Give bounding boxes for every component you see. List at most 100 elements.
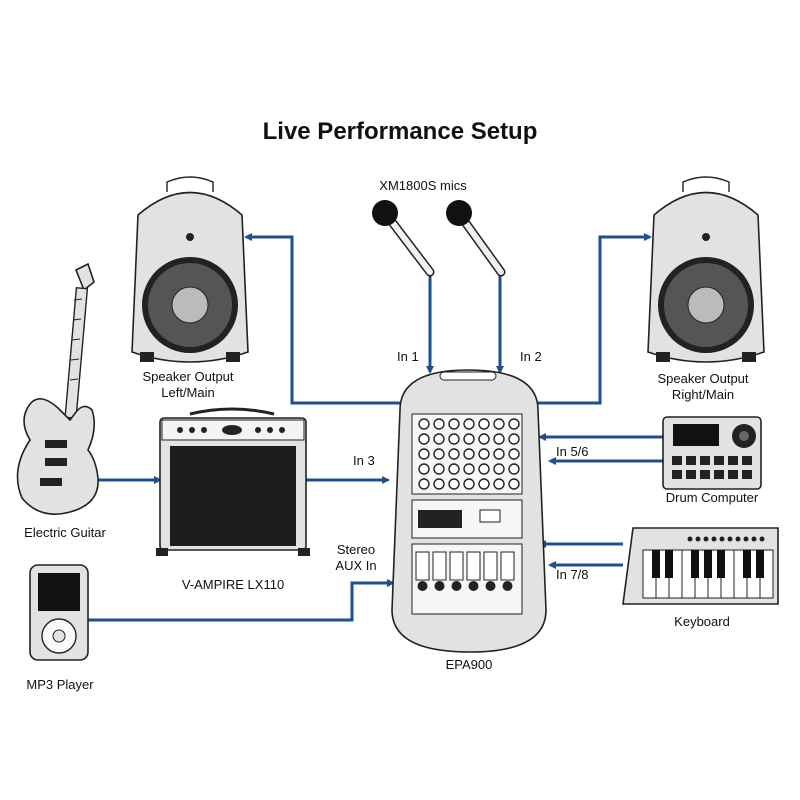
mixer-knob [508, 433, 520, 445]
drum-pad [728, 456, 738, 465]
mixer-jack [468, 581, 479, 591]
mixer-knob [493, 433, 505, 445]
mixer-input-jacks [415, 551, 515, 591]
mixer-knob [433, 418, 445, 430]
drum-pad [714, 470, 724, 479]
mixer-knob [463, 418, 475, 430]
mixer-jack [434, 581, 445, 591]
mp3-player-label: MP3 Player [26, 677, 94, 692]
mixer-knobs [418, 418, 520, 490]
mixer-knob [493, 463, 505, 475]
in56-label: In 5/6 [556, 444, 589, 459]
mixer-knob [418, 433, 430, 445]
speaker-right [647, 176, 765, 363]
mixer-knob [478, 448, 490, 460]
mixer [391, 369, 547, 653]
mixer-channel-strip [483, 551, 498, 581]
keyboard-keys [652, 550, 764, 598]
keyboard-button [711, 536, 717, 542]
mixer-knob [433, 433, 445, 445]
mixer-knob [478, 418, 490, 430]
in78-label: In 7/8 [556, 567, 589, 582]
mixer-channel-strip [500, 551, 515, 581]
mixer-knob [463, 433, 475, 445]
mixer-knob [508, 418, 520, 430]
mixer-knob [418, 478, 430, 490]
keyboard-label: Keyboard [674, 614, 730, 629]
mp3-player [29, 564, 89, 661]
in1-label: In 1 [397, 349, 419, 364]
drum-pad [714, 456, 724, 465]
wire-mixer-to-left-speaker [244, 233, 400, 405]
mixer-knob [433, 478, 445, 490]
keyboard-button [687, 536, 693, 542]
drum-pad [686, 470, 696, 479]
speaker-left-label-line2: Left/Main [161, 385, 215, 400]
drum-pad [742, 456, 752, 465]
mixer-channel-strip [466, 551, 481, 581]
amp-label: V-AMPIRE LX110 [181, 577, 285, 592]
keyboard-button [759, 536, 765, 542]
keyboard-black-key [743, 550, 751, 578]
drum-pad [672, 470, 682, 479]
mixer-jack [485, 581, 496, 591]
electric-guitar-label: Electric Guitar [24, 525, 106, 540]
keyboard-buttons [687, 536, 765, 542]
drum-computer-label: Drum Computer [665, 490, 759, 505]
mixer-channel-strip [432, 551, 447, 581]
mixer-knob [478, 478, 490, 490]
mixer-label: EPA900 [445, 657, 493, 672]
mixer-knob [493, 478, 505, 490]
mixer-knob [463, 463, 475, 475]
wire-mp3-to-aux [88, 579, 395, 622]
amplifier [156, 407, 310, 556]
mixer-jack [451, 581, 462, 591]
mixer-knob [508, 478, 520, 490]
mixer-knob [418, 463, 430, 475]
mixer-knob [463, 478, 475, 490]
stereo-aux-label-line1: Stereo [336, 542, 376, 557]
mixer-knob [463, 448, 475, 460]
mixer-knob [418, 418, 430, 430]
speaker-left-label-line1: Speaker Output [142, 369, 234, 384]
keyboard [622, 527, 779, 605]
keyboard-button [719, 536, 725, 542]
keyboard-black-key [756, 550, 764, 578]
connection-wires [88, 233, 663, 622]
speaker-right-label-line1: Speaker Output [657, 371, 749, 386]
keyboard-button [727, 536, 733, 542]
keyboard-black-key [652, 550, 660, 578]
mixer-knob [448, 433, 460, 445]
diagram-title: Live Performance Setup [262, 118, 538, 145]
mixer-jack [417, 581, 428, 591]
microphone-2 [446, 200, 506, 277]
drum-pad [700, 470, 710, 479]
speaker-right-label-line2: Right/Main [671, 387, 735, 402]
drum-pad [672, 456, 682, 465]
mixer-knob [448, 463, 460, 475]
microphone-1 [372, 200, 435, 277]
electric-guitar [16, 262, 99, 515]
stereo-aux-label-line2: AUX In [335, 558, 377, 573]
in3-label: In 3 [353, 453, 375, 468]
drum-pad [700, 456, 710, 465]
mixer-knob [433, 463, 445, 475]
in2-label: In 2 [520, 349, 542, 364]
mixer-knob [418, 448, 430, 460]
mixer-knob [493, 448, 505, 460]
keyboard-black-key [704, 550, 712, 578]
mixer-knob [448, 478, 460, 490]
mixer-knob [493, 418, 505, 430]
keyboard-black-key [691, 550, 699, 578]
mixer-channel-strip [415, 551, 430, 581]
mixer-jack [502, 581, 513, 591]
keyboard-button [695, 536, 701, 542]
wire-mixer-to-right-speaker [538, 233, 652, 405]
mixer-knob [448, 418, 460, 430]
mixer-knob [508, 448, 520, 460]
mixer-knob [508, 463, 520, 475]
drum-pad [728, 470, 738, 479]
drum-pad [686, 456, 696, 465]
keyboard-black-key [665, 550, 673, 578]
